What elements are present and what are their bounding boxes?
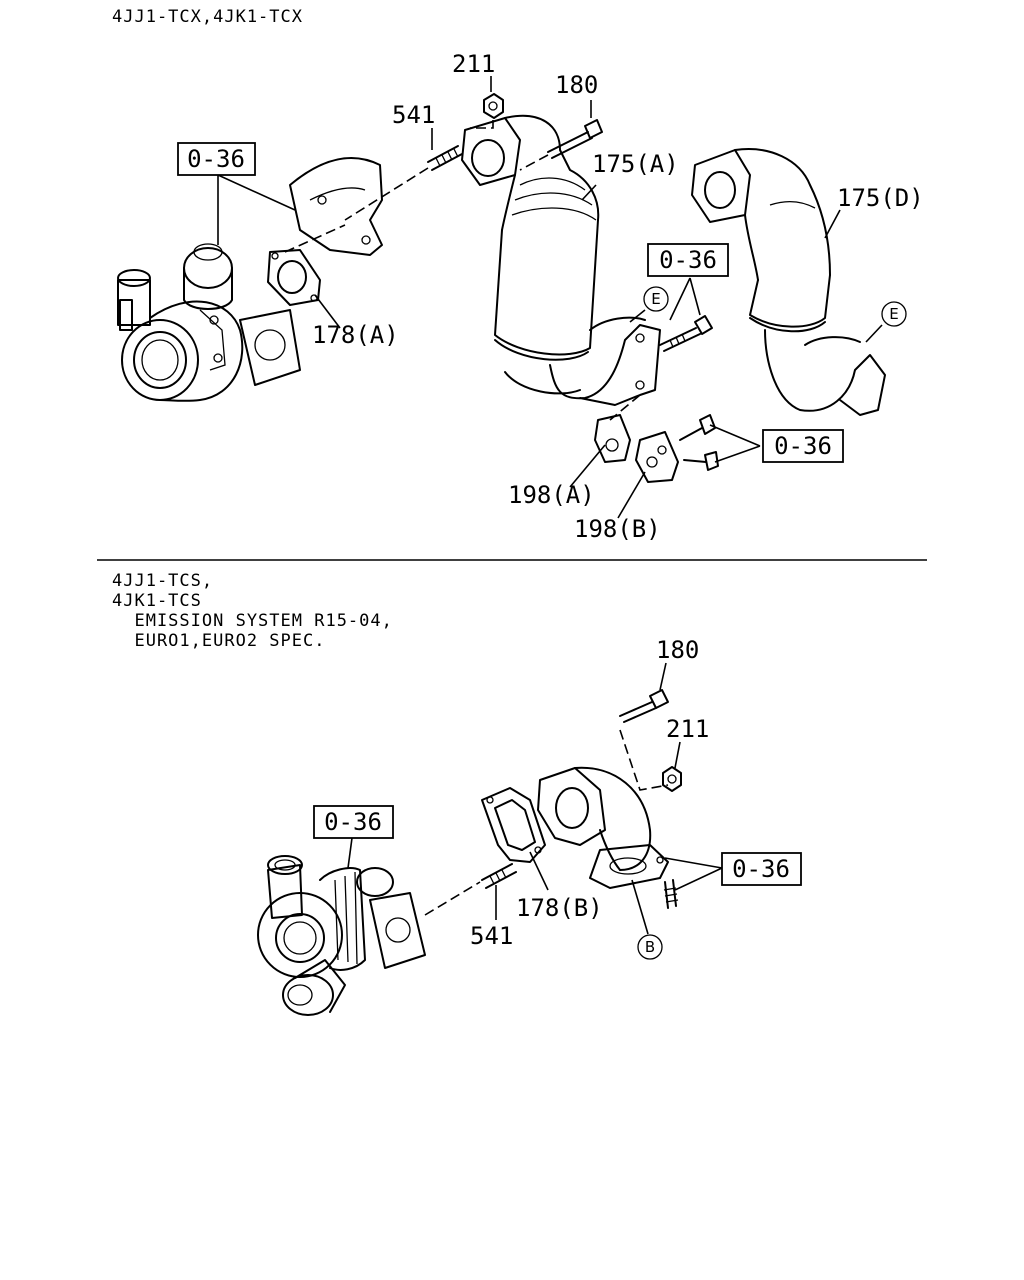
ref-label-bottom-2: 0-36 xyxy=(732,855,790,883)
bolt-180-top xyxy=(519,119,603,171)
gasket-178a xyxy=(267,249,321,306)
marker-e-1 xyxy=(643,286,669,312)
bottom-heading-line-4: EURO1,EURO2 SPEC. xyxy=(112,631,325,651)
ref-label-top-3: 0-36 xyxy=(774,432,832,460)
label-541-bottom: 541 xyxy=(470,922,513,950)
marker-e-1-text: E xyxy=(651,290,660,308)
ref-box-top-2 xyxy=(647,243,729,277)
ref-box-top-1 xyxy=(177,142,256,176)
top-section-heading: 4JJ1-TCX,4JK1-TCX xyxy=(112,7,303,27)
marker-e-2 xyxy=(881,301,907,327)
bracket-198a xyxy=(594,414,631,463)
label-175a: 175(A) xyxy=(592,150,679,178)
ref-label-top-1: 0-36 xyxy=(187,145,245,173)
ref-label-top-2: 0-36 xyxy=(659,246,717,274)
elbow-pipe-bottom xyxy=(537,729,669,889)
stud-541-top xyxy=(344,145,463,221)
label-198a: 198(A) xyxy=(508,481,595,509)
top-heading-line-1: 4JJ1-TCX,4JK1-TCX xyxy=(112,7,303,27)
bolts-mid-top xyxy=(659,315,713,352)
stud-541-bottom xyxy=(481,863,517,889)
label-178a: 178(A) xyxy=(312,321,399,349)
label-175d: 175(D) xyxy=(837,184,924,212)
label-178b: 178(B) xyxy=(516,894,603,922)
bottom-heading-line-1: 4JJ1-TCS, xyxy=(112,571,213,591)
ref-box-bottom-2 xyxy=(721,852,802,886)
bottom-section-heading: 4JJ1-TCS, 4JK1-TCS EMISSION SYSTEM R15-0… xyxy=(112,571,393,651)
label-211-bottom: 211 xyxy=(666,715,709,743)
catalytic-converter-175d xyxy=(691,148,886,416)
label-211-top: 211 xyxy=(452,50,495,78)
label-180-bottom: 180 xyxy=(656,636,699,664)
gasket-178b xyxy=(481,787,546,863)
turbocharger-bottom xyxy=(257,855,481,1016)
nut-211-bottom xyxy=(662,766,682,792)
leader-lines-top xyxy=(217,76,883,519)
catalytic-converter-175a xyxy=(461,114,661,421)
bolt-180-bottom xyxy=(619,689,669,723)
bottom-heading-line-3: EMISSION SYSTEM R15-04, xyxy=(112,611,393,631)
bottom-heading-line-2: 4JK1-TCS xyxy=(112,591,202,611)
label-541-top: 541 xyxy=(392,101,435,129)
studs-bottom-flange xyxy=(663,879,679,909)
nut-211-top xyxy=(470,93,504,129)
marker-b xyxy=(637,934,663,960)
marker-e-2-text: E xyxy=(889,305,898,323)
bracket-198b xyxy=(635,414,719,483)
heat-shield-top xyxy=(284,157,383,256)
turbocharger-top xyxy=(117,243,301,402)
ref-box-bottom-1 xyxy=(313,805,394,839)
leader-lines-bottom xyxy=(347,662,723,935)
label-180-top: 180 xyxy=(555,71,598,99)
ref-label-bottom-1: 0-36 xyxy=(324,808,382,836)
marker-b-text: B xyxy=(645,938,655,956)
label-198b: 198(B) xyxy=(574,515,661,543)
ref-box-top-3 xyxy=(762,429,844,463)
